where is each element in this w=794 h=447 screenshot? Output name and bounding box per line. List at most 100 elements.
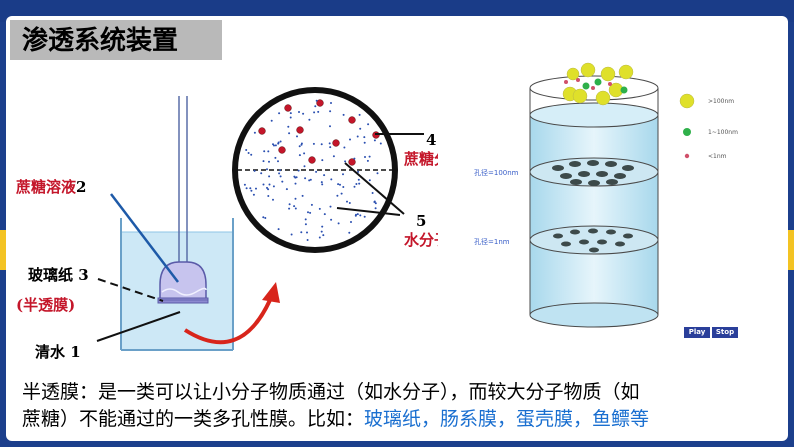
- pointer-water-molecule-a: [344, 162, 405, 215]
- definition-line-2-text: 蔗糖）不能通过的一类多孔性膜。比如：: [22, 408, 365, 430]
- water-molecule-dot: [266, 168, 268, 171]
- legend-large: >100nm: [708, 98, 735, 105]
- water-molecule-dot: [263, 150, 266, 153]
- water-molecule-dot: [337, 183, 340, 186]
- legend-swatch-medium: [683, 128, 691, 136]
- water-molecule-dot: [300, 142, 303, 145]
- water-molecule-dot: [285, 188, 288, 191]
- water-molecule-dot: [346, 200, 348, 203]
- water-molecule-dot: [336, 194, 339, 197]
- water-molecule-dot: [304, 218, 307, 221]
- water-molecule-dot: [303, 165, 306, 168]
- water-molecule-dot: [342, 173, 344, 176]
- water-molecule-dot: [309, 178, 312, 181]
- water-molecule-dot: [281, 180, 284, 183]
- water-molecule-dot: [277, 228, 280, 231]
- water-molecule-dot: [296, 135, 298, 138]
- water-molecule-dot: [250, 189, 253, 192]
- pointer-water: [96, 311, 181, 342]
- pointer-water-molecule-b: [336, 207, 401, 216]
- water-molecule-dot: [294, 197, 297, 200]
- water-molecule-dot: [298, 111, 300, 113]
- water-molecule-dot: [268, 175, 271, 178]
- water-molecule-dot: [302, 112, 305, 115]
- water-molecule-dot: [306, 231, 308, 234]
- water-molecule-dot: [348, 231, 351, 234]
- water-molecule-dot: [272, 185, 275, 188]
- water-molecule-dot: [329, 146, 332, 149]
- water-molecule-dot: [278, 112, 281, 115]
- water-molecule-dot: [279, 175, 282, 178]
- pointer-cellophane: [97, 278, 164, 302]
- water-molecule-dot: [308, 118, 311, 121]
- water-molecule-dot: [342, 113, 345, 116]
- water-molecule-dot: [320, 143, 323, 146]
- water-molecule-dot: [250, 153, 253, 156]
- water-molecule-dot: [243, 183, 246, 186]
- slide-title: 渗透系统装置: [22, 26, 179, 56]
- water-molecule-dot: [262, 216, 265, 219]
- water-molecule-dot: [374, 202, 377, 205]
- water-molecule-dot: [376, 172, 379, 175]
- pore-size-upper: 孔径=100nm: [474, 169, 519, 177]
- water-molecule-dot: [322, 234, 325, 237]
- water-molecule-dot: [318, 207, 321, 210]
- legend-swatch-small: [684, 153, 690, 159]
- water-molecule-dot: [247, 152, 250, 154]
- water-molecule-dot: [301, 194, 304, 197]
- water-molecule-dot: [328, 142, 331, 145]
- stop-button[interactable]: Stop: [712, 327, 738, 338]
- water-molecule-dot: [340, 192, 343, 195]
- water-molecule-dot: [366, 159, 369, 162]
- water-molecule-dot: [344, 160, 347, 163]
- water-molecule-dot: [379, 142, 382, 145]
- water-molecule-dot: [267, 150, 270, 153]
- legend-medium: 1~100nm: [708, 129, 738, 136]
- label-water-molecule-num: 5: [416, 212, 427, 230]
- thistle-tube: [157, 96, 209, 304]
- water-molecule-dot: [363, 141, 366, 144]
- water-molecule-dot: [288, 207, 291, 210]
- water-molecule-dot: [364, 156, 366, 158]
- water-molecule-dot: [288, 132, 291, 135]
- label-water-molecule: 水分子: [404, 231, 450, 249]
- membrane-examples: 玻璃纸，肠系膜，蛋壳膜，鱼鳔等: [364, 408, 650, 430]
- legend-swatch-large: [679, 93, 695, 109]
- label-water: 清水 1: [35, 343, 81, 361]
- water-molecule-dot: [318, 236, 321, 239]
- water-molecule-dot: [270, 119, 273, 122]
- water-molecule-dot: [272, 198, 274, 201]
- water-molecule-dot: [315, 99, 318, 102]
- water-molecule-dot: [330, 218, 333, 221]
- water-molecule-dot: [355, 213, 357, 216]
- water-molecule-dot: [268, 183, 271, 186]
- water-molecule-dot: [277, 142, 280, 145]
- water-molecule-dot: [356, 213, 359, 216]
- water-molecule-dot: [267, 188, 270, 191]
- pointer-sucrose: [110, 193, 179, 283]
- water-molecule-dot: [255, 187, 257, 190]
- water-molecule-dot: [245, 149, 248, 151]
- water-molecule-dot: [329, 205, 332, 208]
- water-molecule-dot: [304, 177, 307, 180]
- water-molecule-dot: [279, 169, 282, 172]
- pore-size-lower: 孔径=1nm: [474, 238, 510, 246]
- water-molecule-dot: [294, 182, 297, 185]
- water-molecule-dot: [274, 156, 277, 159]
- water-molecule-dot: [253, 169, 256, 172]
- play-button[interactable]: Play: [684, 327, 710, 338]
- water-molecule-dot: [343, 146, 346, 149]
- water-molecule-dot: [349, 138, 351, 141]
- water-molecule-dot: [278, 172, 281, 175]
- water-molecule-dot: [350, 221, 352, 223]
- water-molecule-dot: [357, 170, 360, 173]
- water-molecule-dot: [293, 205, 296, 208]
- water-molecule-dot: [317, 110, 320, 113]
- water-molecule-dot: [315, 170, 318, 173]
- water-molecule-dot: [298, 145, 301, 148]
- water-molecule-dot: [289, 116, 292, 119]
- dialysis-cylinder-diagram: [529, 62, 695, 328]
- water-molecule-dot: [249, 187, 252, 190]
- water-molecule-dot: [342, 186, 345, 188]
